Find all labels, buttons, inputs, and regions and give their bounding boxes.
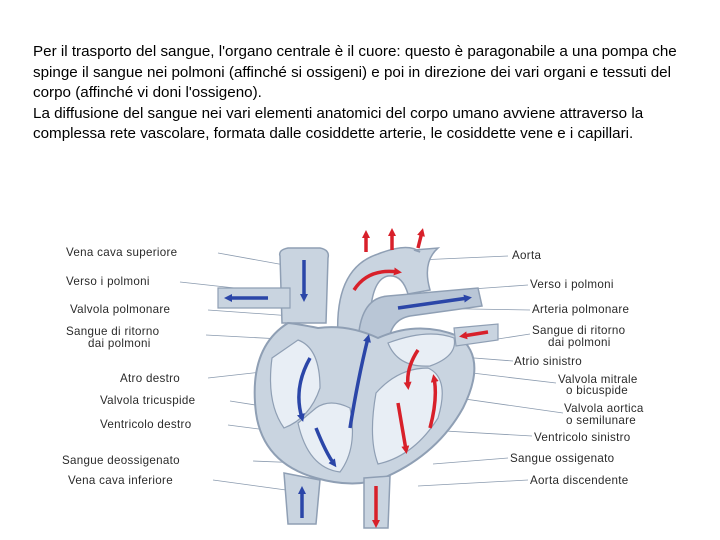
keyword-cuore: cuore <box>358 43 397 60</box>
label-sangue-ritorno-right-2: dai polmoni <box>548 336 611 349</box>
label-vena-cava-inferiore: Vena cava inferiore <box>68 474 173 487</box>
label-valvola-mitrale-2: o bicuspide <box>566 384 628 397</box>
label-valvola-tricuspide: Valvola tricuspide <box>100 394 196 407</box>
label-ventricolo-destro: Ventricolo destro <box>100 418 192 431</box>
heart-diagram: Vena cava superiore Verso i polmoni Valv… <box>58 228 668 536</box>
label-verso-polmoni-right: Verso i polmoni <box>530 278 614 291</box>
intro-text: Per il trasporto del sangue, l'organo ce… <box>33 42 693 145</box>
label-atrio-destro: Atro destro <box>120 372 181 385</box>
keyword-corpo-umano: corpo umano <box>410 104 499 122</box>
intro-paragraph-1: Per il trasporto del sangue, l'organo ce… <box>33 43 677 102</box>
label-sangue-ritorno-left-2: dai polmoni <box>88 337 151 350</box>
intro-paragraph-2: La diffusione del sangue nei vari elemen… <box>33 104 644 143</box>
deoxygenated-flow-arrows <box>224 260 472 518</box>
keyword-polmoni: polmoni <box>171 63 225 81</box>
label-arteria-polmonare: Arteria polmonare <box>532 303 630 316</box>
label-aorta-discendente: Aorta discendente <box>530 474 629 487</box>
label-sangue-ritorno-left-1: Sangue di ritorno <box>66 325 160 338</box>
label-aorta: Aorta <box>512 249 542 262</box>
label-sangue-ossigenato: Sangue ossigenato <box>510 452 615 465</box>
keyword-vene: vene <box>520 125 554 143</box>
label-sangue-deossigenato: Sangue deossigenato <box>62 454 180 467</box>
label-verso-polmoni-left: Verso i polmoni <box>66 275 150 288</box>
label-valvola-polmonare: Valvola polmonare <box>70 303 171 316</box>
keyword-capillari: capillari <box>577 125 630 143</box>
heart-illustration <box>179 228 564 529</box>
label-vena-cava-superiore: Vena cava superiore <box>66 246 178 259</box>
keyword-arterie: arterie <box>379 125 423 143</box>
label-ventricolo-sinistro: Ventricolo sinistro <box>534 431 631 444</box>
label-valvola-aortica-2: o semilunare <box>566 414 636 427</box>
oxygenated-flow-arrows <box>352 228 489 528</box>
label-sangue-ritorno-right-1: Sangue di ritorno <box>532 324 626 337</box>
label-valvola-aortica-1: Valvola aortica <box>564 402 644 415</box>
label-valvola-mitrale-1: Valvola mitrale <box>558 373 638 386</box>
label-atrio-sinistro: Atrio sinistro <box>514 355 582 368</box>
